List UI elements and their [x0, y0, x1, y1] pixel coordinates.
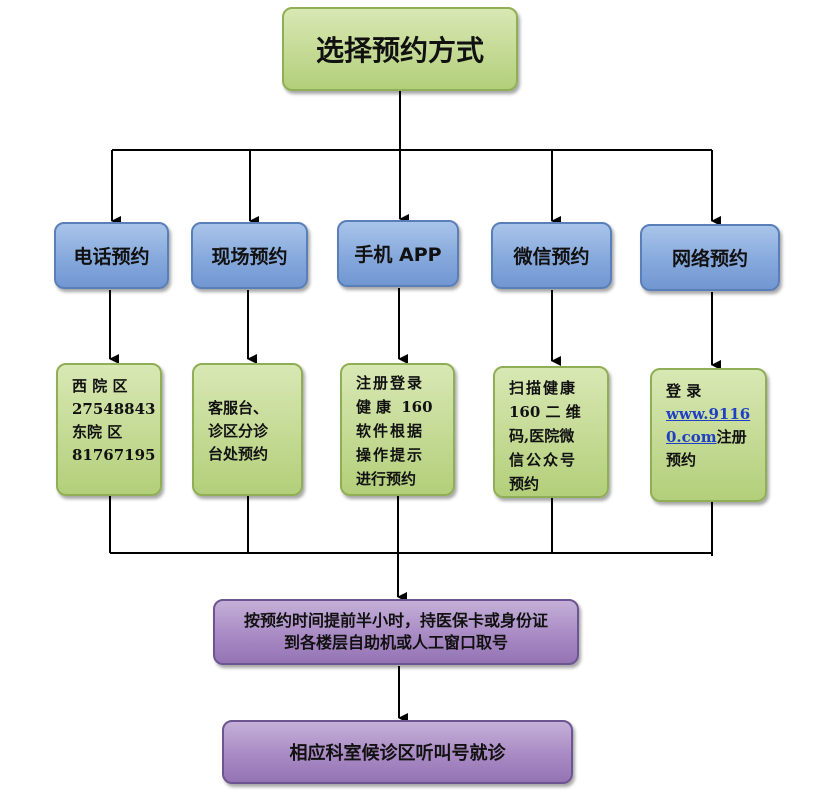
method-onsite: 现场预约 — [191, 222, 308, 289]
detail-web-line4: 预约 — [666, 451, 697, 469]
method-phone-label: 电话预约 — [73, 246, 150, 268]
detail-phone-line4: 81767195 — [72, 446, 156, 464]
detail-wechat-line5: 预约 — [509, 475, 540, 493]
detail-app: 注册登录 健康 160 软件根据 操作提示 进行预约 — [340, 363, 455, 496]
detail-app-line5: 进行预约 — [356, 470, 417, 488]
detail-wechat: 扫描健康 160 二 维 码,医院微 信公众号 预约 — [493, 366, 609, 498]
detail-onsite-line2: 诊区分诊 — [208, 422, 269, 440]
detail-web-link-part2[interactable]: 0.com — [666, 428, 717, 446]
detail-onsite-line1: 客服台、 — [208, 399, 269, 417]
detail-phone-line2: 27548843 — [72, 400, 156, 418]
title-text: 选择预约方式 — [315, 34, 484, 67]
method-wechat: 微信预约 — [491, 222, 612, 289]
detail-wechat-line4: 信公众号 — [509, 451, 578, 469]
final-text: 相应科室候诊区听叫号就诊 — [289, 743, 506, 764]
method-wechat-label: 微信预约 — [513, 246, 590, 268]
step-line1: 按预约时间提前半小时，持医保卡或身份证 — [243, 611, 548, 630]
detail-web: 登 录 www.9116 0.com注册 预约 — [650, 368, 767, 502]
detail-phone: 西 院 区 27548843 东院 区 81767195 — [56, 363, 162, 496]
title-box: 选择预约方式 — [282, 7, 518, 91]
detail-web-line1: 登 录 — [666, 382, 702, 400]
method-phone: 电话预约 — [54, 222, 169, 289]
detail-wechat-line1: 扫描健康 — [509, 379, 578, 397]
detail-app-line1: 注册登录 — [356, 374, 425, 392]
detail-phone-line3: 东院 区 — [72, 423, 123, 441]
method-app: 手机 APP — [337, 220, 459, 287]
method-onsite-label: 现场预约 — [211, 246, 288, 268]
method-web-label: 网络预约 — [671, 248, 748, 270]
method-app-label: 手机 APP — [354, 244, 442, 266]
step-line2: 到各楼层自助机或人工窗口取号 — [283, 633, 508, 652]
final-box: 相应科室候诊区听叫号就诊 — [222, 720, 573, 784]
detail-onsite-line3: 台处预约 — [208, 445, 269, 463]
detail-wechat-line2: 160 二 维 — [509, 403, 581, 421]
detail-web-link-part1[interactable]: www.9116 — [666, 405, 751, 423]
detail-app-line3: 软件根据 — [356, 422, 425, 440]
detail-web-line3: 0.com注册 — [666, 428, 747, 446]
step-box: 按预约时间提前半小时，持医保卡或身份证 到各楼层自助机或人工窗口取号 — [213, 599, 579, 665]
detail-app-line2: 健康 160 — [356, 398, 433, 416]
detail-phone-line1: 西 院 区 — [72, 377, 128, 395]
detail-app-line4: 操作提示 — [356, 446, 425, 464]
method-web: 网络预约 — [640, 224, 780, 291]
detail-wechat-line3: 码,医院微 — [509, 427, 575, 445]
detail-onsite: 客服台、 诊区分诊 台处预约 — [192, 363, 303, 496]
